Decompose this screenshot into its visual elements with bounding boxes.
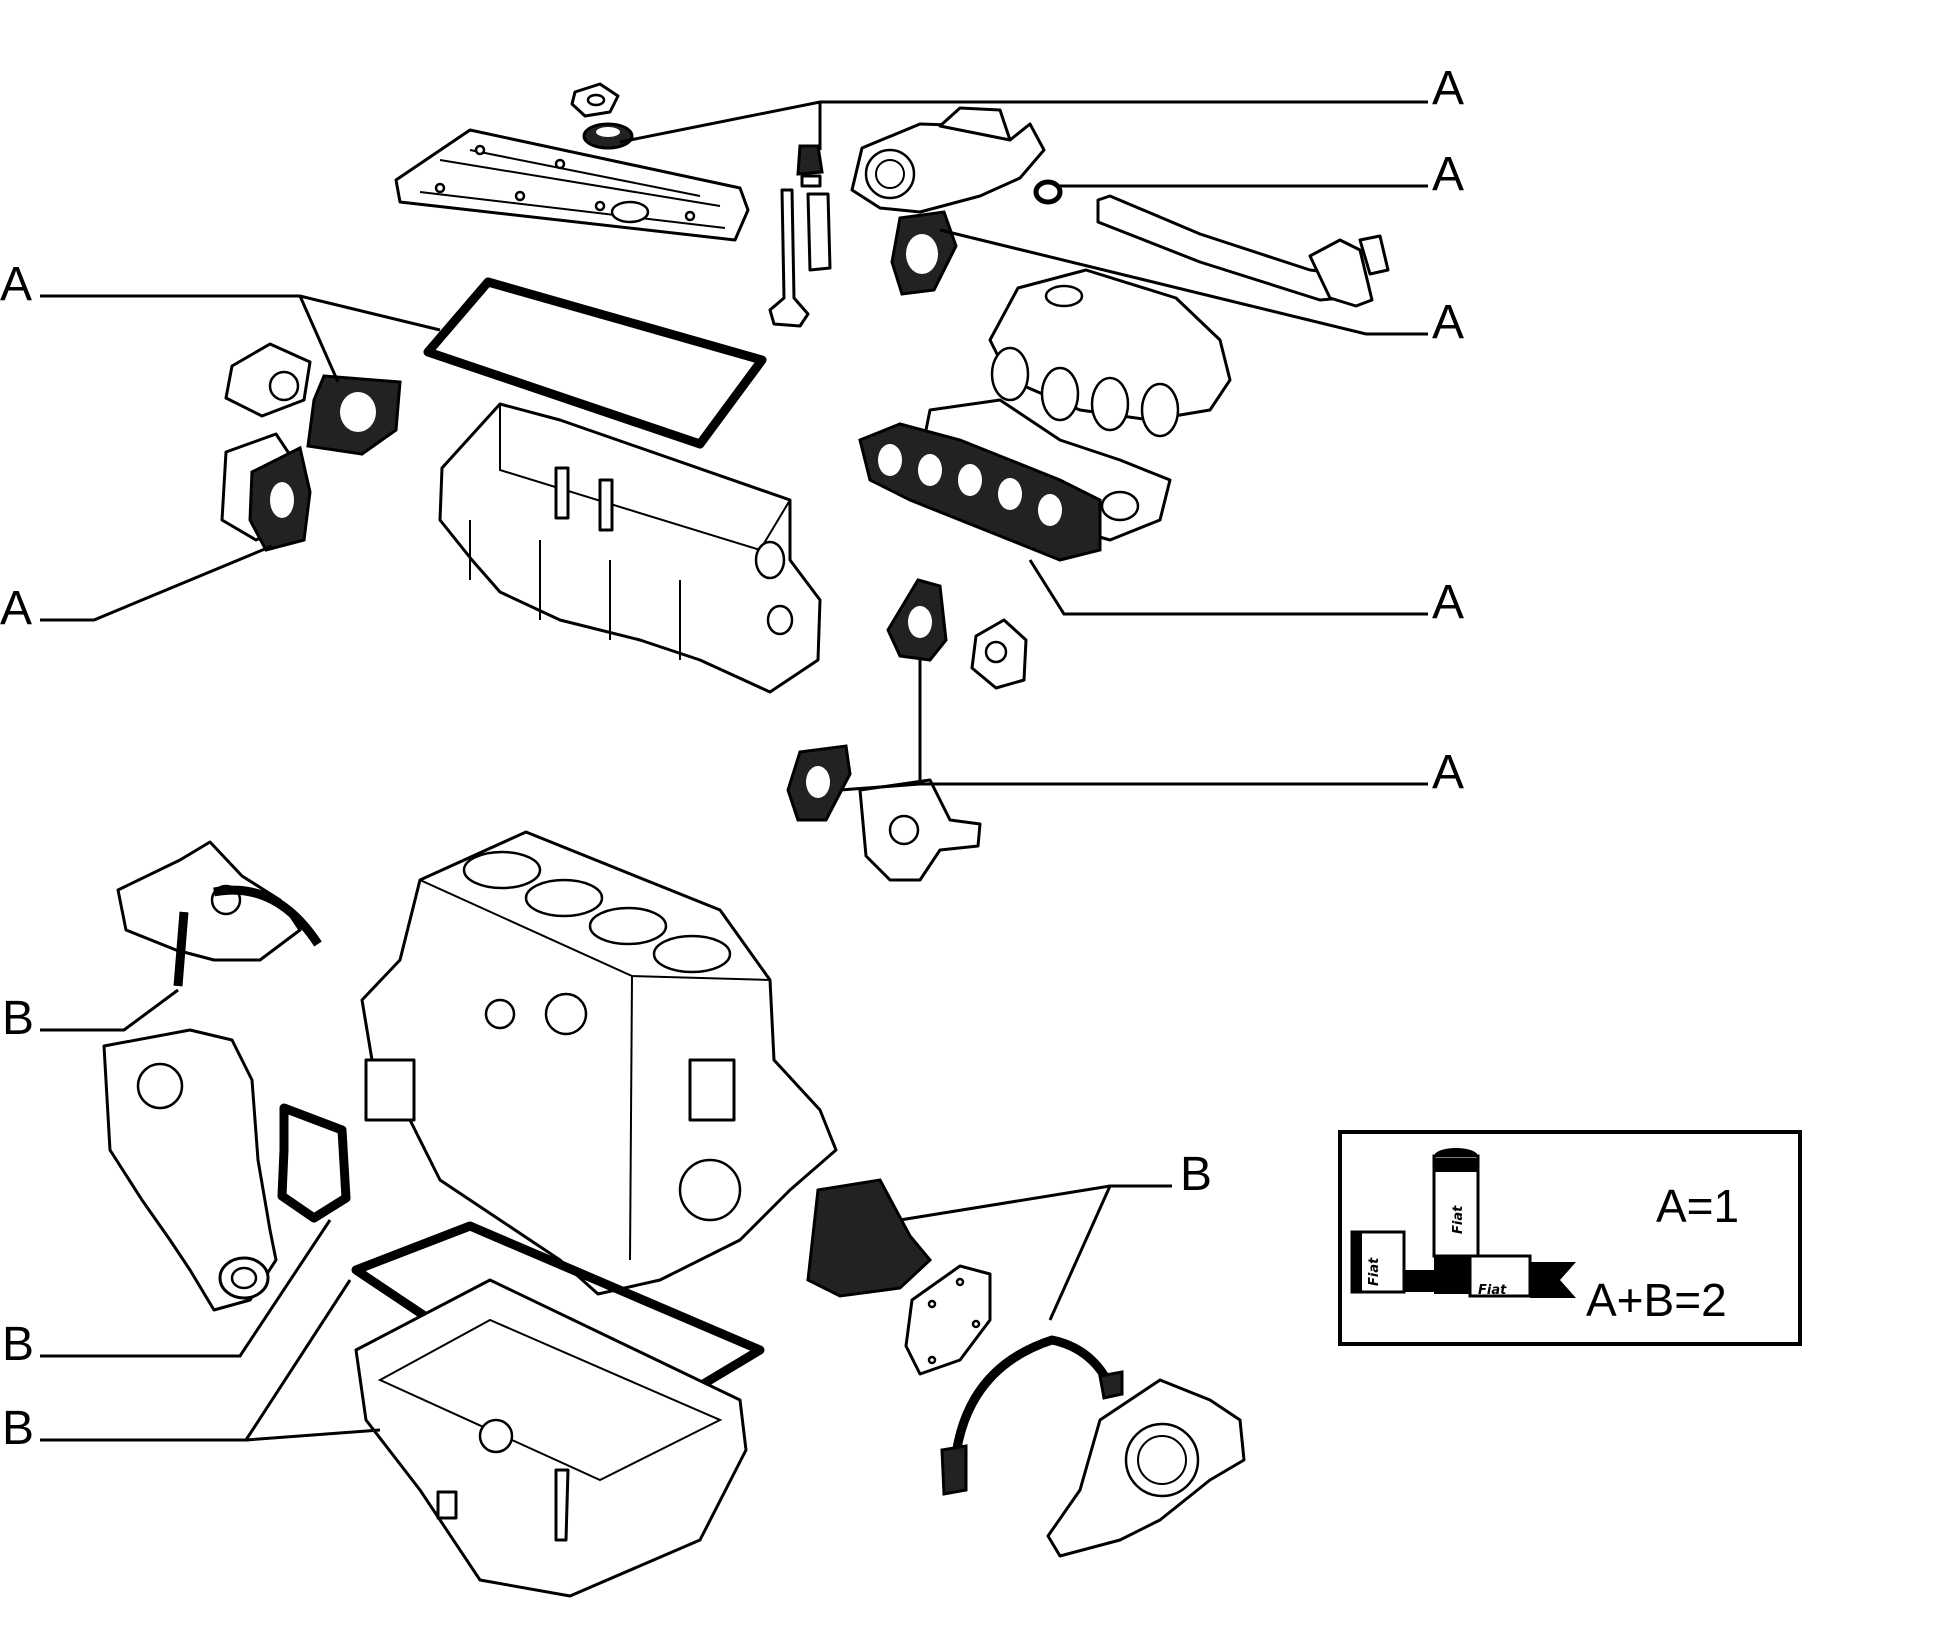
callout-b-2: B (2, 1318, 34, 1371)
oil-filler-cap (570, 82, 620, 118)
water-outlet-flange (224, 342, 312, 418)
legend-a-plus-b-equals-2: A+B=2 (1586, 1274, 1727, 1326)
water-outlet-gasket (306, 374, 402, 456)
sealant-box-icon: Fiat (1350, 1230, 1434, 1294)
coolant-pipe (1096, 194, 1390, 308)
callout-b-1: B (2, 992, 34, 1045)
callout-a-3: A (1432, 296, 1464, 349)
tube-brand: Fiat (1451, 1205, 1466, 1234)
oil-pump-gasket (277, 1103, 351, 1223)
callout-b-4: B (1180, 1148, 1212, 1201)
flywheel-housing-gasket (806, 1178, 933, 1298)
water-pump-gasket (886, 578, 948, 662)
rear-seal-carrier (1046, 1378, 1246, 1558)
cap-seal (582, 122, 634, 150)
callout-b-3: B (2, 1402, 34, 1455)
gasket-pack-icon: Fiat (1468, 1254, 1576, 1298)
intake-manifold (988, 268, 1232, 438)
leader-lines (40, 100, 1428, 1442)
oil-pan (354, 1278, 748, 1598)
timing-cover-upper-gasket (173, 885, 322, 987)
thermostat-body (858, 778, 982, 882)
valve (768, 188, 810, 328)
thermostat-body-gasket (786, 744, 852, 822)
callout-a-6: A (1432, 576, 1464, 629)
valve-cover-gasket (423, 277, 767, 449)
callout-a-4: A (0, 258, 32, 311)
rear-seal-gasket (940, 1335, 1124, 1496)
callout-labels: A A A A A A A B B B B (0, 62, 1464, 1455)
legend-box: Fiat Fiat Fiat A=1 A+B=2 (1338, 1130, 1802, 1346)
callout-a-5: A (0, 582, 32, 635)
box-brand: Fiat (1367, 1257, 1382, 1286)
callout-a-1: A (1432, 62, 1464, 115)
valve-cover (394, 128, 750, 242)
oil-pump-body (102, 1028, 278, 1312)
thermostat-gasket (890, 210, 958, 296)
o-ring (1033, 179, 1063, 205)
pack-brand: Fiat (1478, 1283, 1507, 1298)
water-pump-flange (970, 618, 1028, 690)
valve-stem-seal (796, 144, 824, 188)
cover-plate (904, 1264, 992, 1376)
cylinder-head (438, 402, 822, 694)
valve-guide (806, 192, 832, 272)
thermostat-housing (850, 106, 1046, 214)
callout-a-7: A (1432, 746, 1464, 799)
engine-block (360, 830, 838, 1296)
exhaust-manifold-gasket (858, 422, 1102, 562)
side-flange-gasket (248, 445, 312, 552)
callout-a-2: A (1432, 148, 1464, 201)
legend-a-equals-1: A=1 (1656, 1180, 1739, 1232)
